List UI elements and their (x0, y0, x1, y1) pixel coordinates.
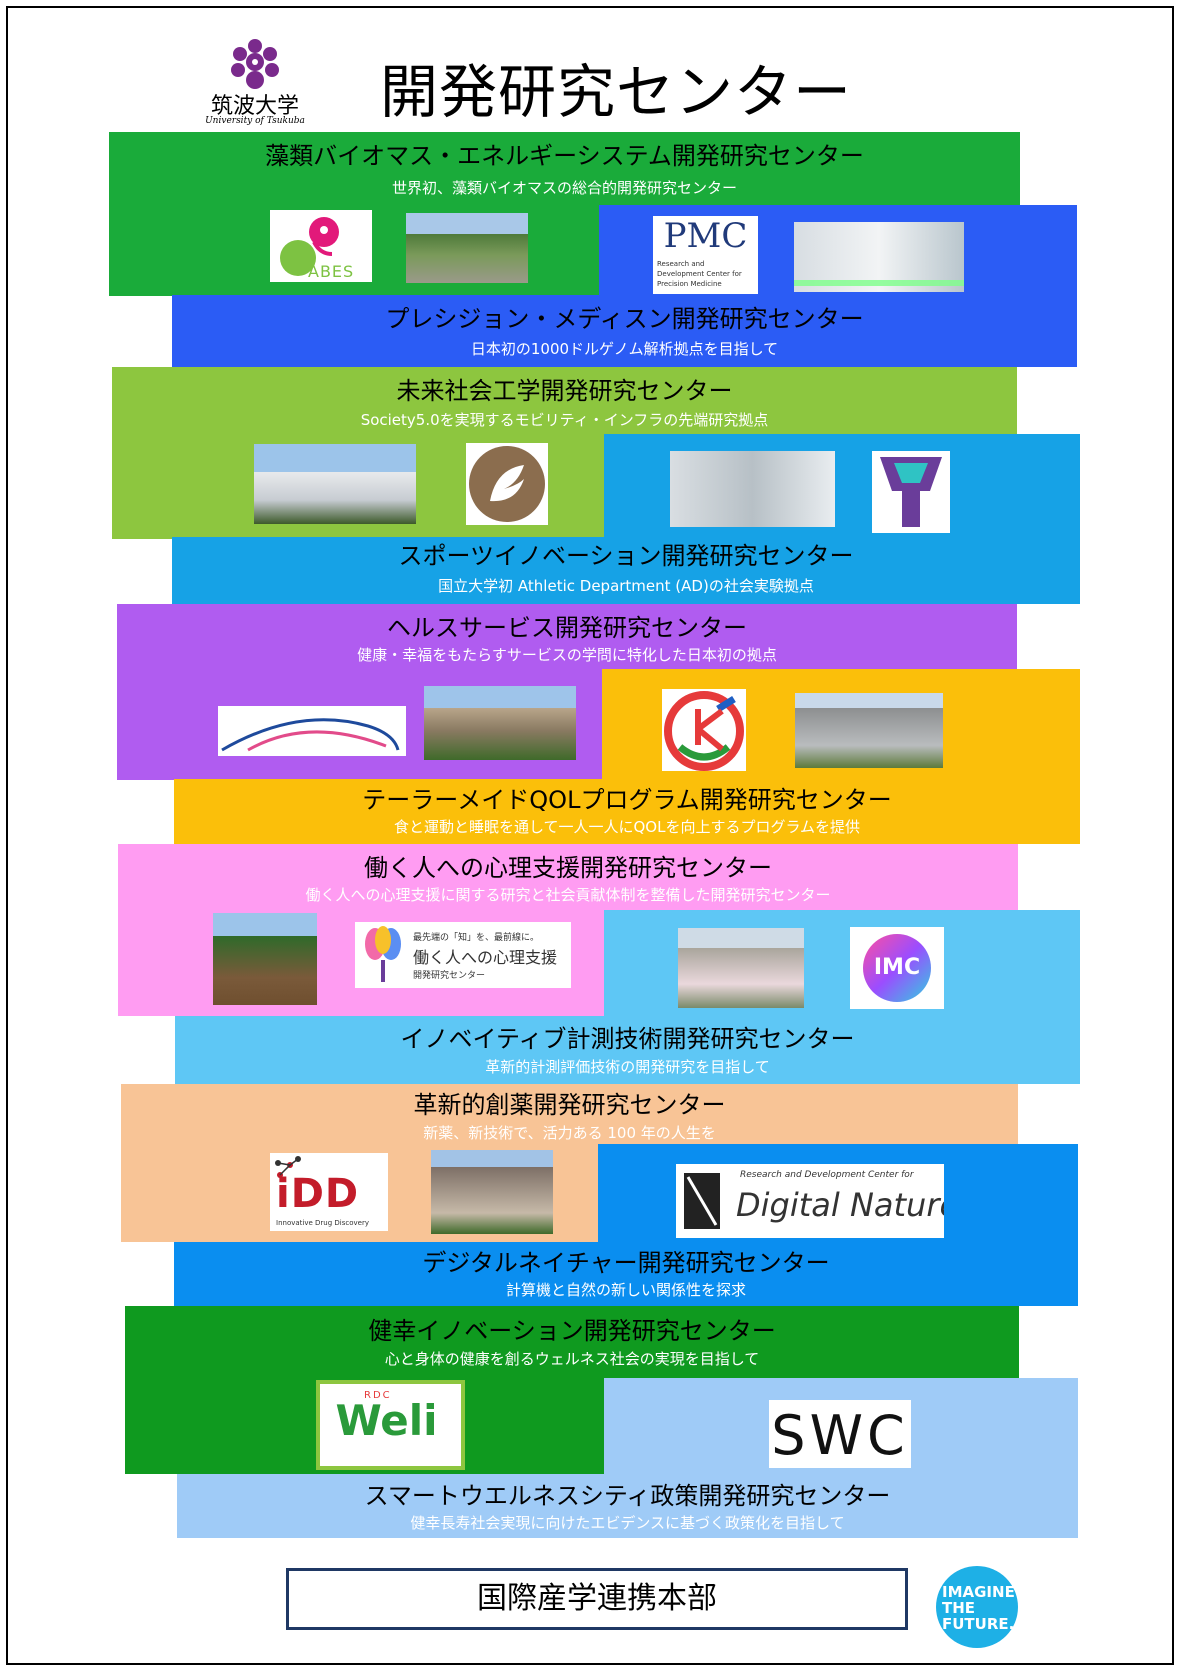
band-qol (174, 779, 1080, 844)
digital-nature-logo-text: Digital Nature (736, 1186, 944, 1224)
center-subtitle: 食と運動と睡眠を通して一人一人にQOLを向上するプログラムを提供 (393, 818, 861, 836)
band-work-psych (118, 844, 1018, 912)
center-subtitle: 計算機と自然の新しい関係性を探求 (505, 1281, 746, 1299)
photo-building (795, 693, 943, 768)
center-subtitle: 新薬、新技術で、活力ある 100 年の人生を (423, 1124, 716, 1142)
photo-building (670, 451, 835, 527)
swc-logo-text: SWC (771, 1404, 909, 1467)
sports-shield-icon (880, 457, 942, 527)
idd-logo-caption: Innovative Drug Discovery (276, 1219, 369, 1227)
center-subtitle: 健康・幸福をもたらすサービスの学問に特化した日本初の拠点 (357, 646, 777, 664)
molecule-icon (275, 1156, 301, 1178)
badge-line-2: THE (942, 1599, 976, 1617)
university-logo: 筑波大学 University of Tsukuba (200, 38, 310, 130)
badge-line-1: IMAGINE (942, 1583, 1015, 1601)
imagine-the-future-badge: IMAGINE THE FUTURE. (936, 1566, 1018, 1648)
band-pmc (172, 295, 1077, 367)
center-title: 健幸イノベーション開発研究センター (368, 1317, 776, 1345)
pmc-logo-line2: Development Center for (657, 270, 742, 278)
imc-logo: IMC (850, 927, 944, 1009)
idd-logo: iDD Innovative Drug Discovery (270, 1153, 388, 1231)
wellness-logo: RDC Weli (316, 1380, 465, 1470)
center-title: イノベイティブ計測技術開発研究センター (400, 1025, 855, 1053)
photo-building (254, 444, 416, 524)
imc-circle-icon (863, 934, 931, 1002)
wellness-logo-small: RDC (364, 1390, 392, 1401)
center-subtitle: Society5.0を実現するモビリティ・インフラの先端研究拠点 (360, 411, 769, 429)
university-name-en: University of Tsukuba (205, 116, 305, 126)
pmc-logo-line3: Precision Medicine (657, 280, 722, 288)
center-subtitle: 心と身体の健康を創るウェルネス社会の実現を目指して (384, 1350, 760, 1368)
imc-logo-text: IMC (873, 955, 921, 980)
band-sports (172, 537, 1080, 604)
abes-icon (280, 217, 339, 276)
digital-nature-icon (684, 1173, 720, 1229)
center-title: 未来社会工学開発研究センター (396, 377, 733, 405)
center-title: スポーツイノベーション開発研究センター (398, 542, 854, 570)
center-subtitle: 世界初、藻類バイオマスの総合的開発研究センター (391, 179, 737, 197)
band-swc (177, 1474, 1078, 1538)
center-title: 革新的創薬開発研究センター (413, 1091, 726, 1119)
center-title: デジタルネイチャー開発研究センター (422, 1249, 830, 1277)
page-frame (6, 6, 1174, 1665)
work-psych-logo-line1: 最先端の「知」を、最前線に。 (413, 933, 540, 943)
band-measurement (175, 1016, 1080, 1084)
center-title: プレシジョン・メディスン開発研究センター (385, 305, 864, 333)
pmc-logo: PMC Research and Development Center for … (653, 216, 758, 294)
digital-nature-logo-small: Research and Development Center for (740, 1170, 914, 1180)
center-subtitle: 国立大学初 Athletic Department (AD)の社会実験拠点 (438, 577, 814, 595)
health-service-logo (218, 706, 406, 756)
future-society-logo (466, 443, 548, 525)
abes-logo: ABES (270, 210, 372, 282)
swc-logo: SWC (769, 1400, 911, 1468)
photo-building (678, 928, 804, 1008)
center-title: 働く人への心理支援開発研究センター (364, 854, 772, 882)
arc-icon (221, 718, 400, 752)
band-future-society (112, 367, 1017, 439)
balloon-icon (365, 926, 401, 982)
footer-department: 国際産学連携本部 (286, 1568, 908, 1630)
photo-building (406, 213, 528, 283)
qol-circle-icon (664, 691, 744, 771)
center-subtitle: 革新的計測評価技術の開発研究を目指して (485, 1058, 770, 1076)
band-health-service (117, 604, 1017, 672)
band-wellness (125, 1306, 1019, 1378)
university-name-jp: 筑波大学 (210, 94, 299, 119)
center-subtitle: 日本初の1000ドルゲノム解析拠点を目指して (470, 340, 779, 358)
crest-icon (231, 39, 279, 89)
leaf-icon (469, 446, 545, 522)
center-subtitle: 健幸長寿社会実現に向けたエビデンスに基づく政策化を目指して (410, 1514, 845, 1532)
center-title: テーラーメイドQOLプログラム開発研究センター (362, 786, 892, 814)
band-measurement-photo (604, 910, 1080, 1016)
qol-logo (662, 689, 746, 771)
center-title: 藻類バイオマス・エネルギーシステム開発研究センター (265, 142, 864, 170)
band-digital-nature (174, 1242, 1078, 1306)
digital-nature-logo: Research and Development Center for Digi… (676, 1164, 944, 1238)
idd-logo-text: iDD (276, 1171, 360, 1217)
pmc-logo-line1: Research and (657, 260, 705, 268)
work-psych-logo: 最先端の「知」を、最前線に。 働く人への心理支援 開発研究センター (355, 922, 571, 988)
page-title: 開発研究センター (380, 58, 853, 126)
photo-lab (794, 222, 964, 292)
badge-line-3: FUTURE. (942, 1615, 1015, 1633)
sports-logo (872, 451, 950, 533)
center-title: ヘルスサービス開発研究センター (387, 614, 747, 642)
photo-building (213, 913, 317, 1005)
center-subtitle: 働く人への心理支援に関する研究と社会貢献体制を整備した開発研究センター (305, 886, 831, 904)
band-drug-discovery (121, 1084, 1018, 1144)
center-title: スマートウエルネスシティ政策開発研究センター (364, 1482, 891, 1510)
photo-building (424, 686, 576, 760)
wellness-logo-text: Weli (335, 1396, 438, 1445)
pmc-logo-text: PMC (663, 216, 748, 256)
work-psych-logo-line3: 開発研究センター (413, 971, 486, 981)
photo-building (431, 1150, 553, 1234)
abes-logo-text: ABES (308, 262, 355, 281)
work-psych-logo-line2: 働く人への心理支援 (413, 948, 558, 967)
